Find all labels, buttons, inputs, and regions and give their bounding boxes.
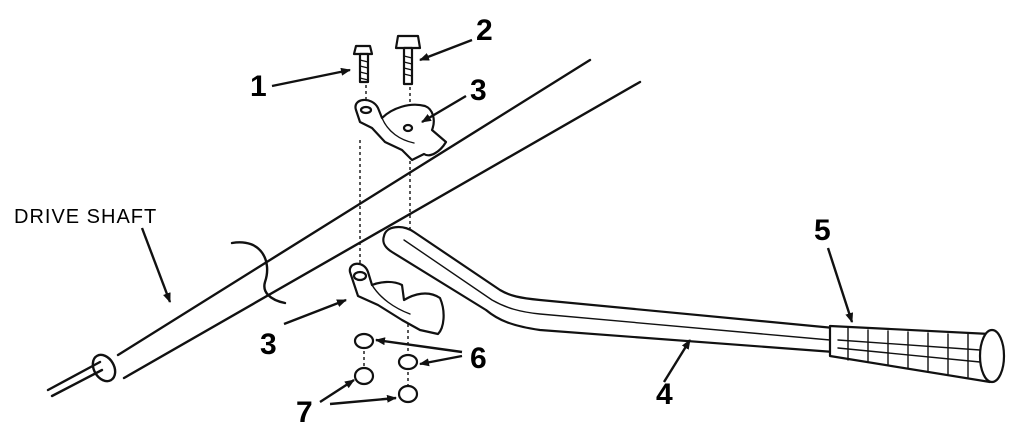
callout-3-lower: 3 (260, 328, 277, 361)
leader-arrows (140, 38, 854, 406)
lower-clamp (348, 262, 445, 336)
drive-shaft-label: DRIVE SHAFT (14, 206, 158, 228)
handle-bar (382, 226, 836, 354)
callout-5: 5 (814, 214, 831, 247)
washer-7-right (397, 384, 419, 404)
callout-2: 2 (476, 14, 493, 47)
callout-4: 4 (656, 378, 673, 411)
callout-6: 6 (470, 342, 487, 375)
callout-3-upper: 3 (470, 74, 487, 107)
handle-grip (828, 324, 1006, 384)
upper-clamp (354, 98, 448, 162)
callout-7: 7 (296, 396, 313, 429)
hex-bolt-1 (352, 44, 374, 84)
callout-1: 1 (250, 70, 267, 103)
nut-6-right (397, 353, 419, 371)
hex-bolt-2 (394, 34, 422, 86)
nut-6-left (353, 332, 375, 350)
drive-shaft (46, 58, 642, 398)
washer-7-left (353, 366, 375, 386)
